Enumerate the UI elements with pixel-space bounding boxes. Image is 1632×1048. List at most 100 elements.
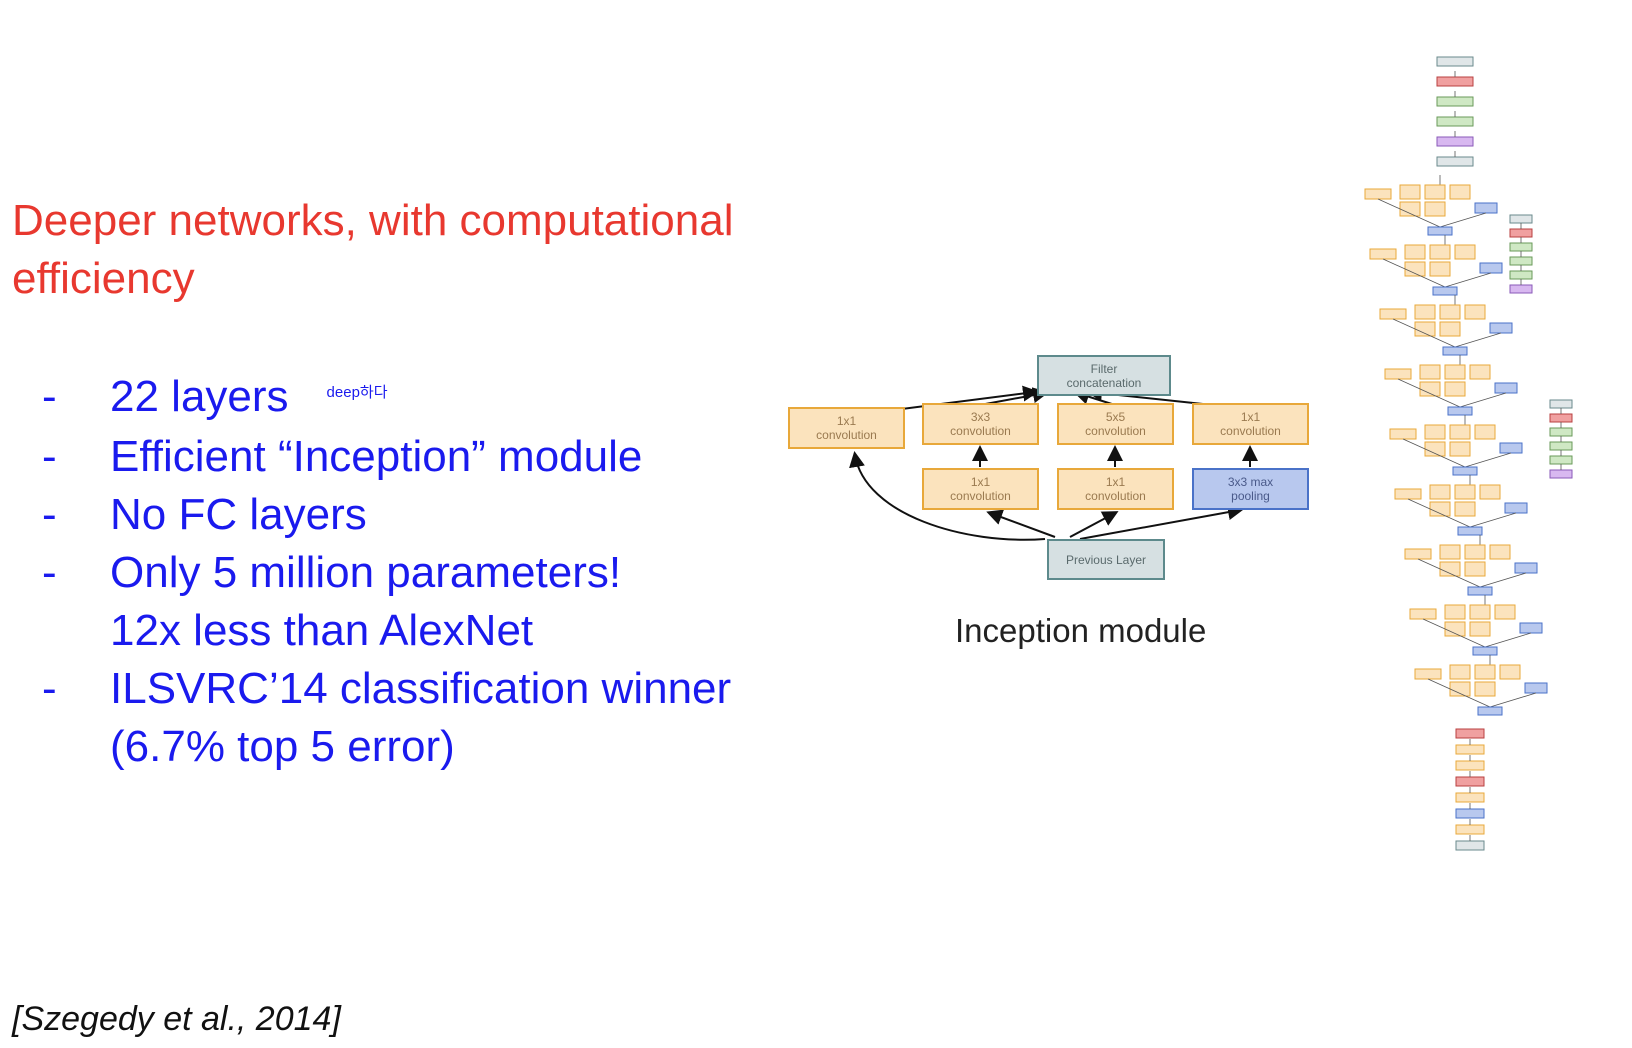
inception-branch-block [1469, 364, 1491, 380]
architecture-edge [1377, 198, 1441, 228]
bullet-text: No FC layers [110, 490, 367, 540]
inception-branch-block [1464, 561, 1486, 577]
inception-branch-block [1414, 304, 1436, 320]
pool-block [1519, 622, 1543, 634]
inception-branch-block [1429, 261, 1451, 277]
inception-branch-block [1449, 664, 1471, 680]
architecture-edge [1427, 678, 1491, 708]
concat-block [1457, 526, 1483, 536]
inception-branch-block [1389, 428, 1417, 440]
architecture-edge [1469, 512, 1517, 528]
inception-branch-block [1444, 381, 1466, 397]
pool-block [1504, 502, 1528, 514]
bullet-item: -ILSVRC’14 classification winner [42, 664, 732, 714]
bullet-item: -Efficient “Inception” module [42, 432, 643, 482]
inception-branch-block [1439, 304, 1461, 320]
output-block [1455, 840, 1485, 851]
inception-branch-block [1404, 261, 1426, 277]
aux-classifier-block [1549, 441, 1573, 451]
aux-classifier-block [1549, 469, 1573, 479]
inception-branch-block [1454, 484, 1476, 500]
output-block [1455, 824, 1485, 835]
inception-branch-block [1444, 364, 1466, 380]
bullet-text: ILSVRC’14 classification winner [110, 664, 732, 714]
inception-caption: Inception module [955, 612, 1207, 649]
layer-block [1436, 156, 1474, 167]
aux-classifier-block [1549, 427, 1573, 437]
bullet-text: Only 5 million parameters! [110, 548, 622, 598]
concat-block [1472, 646, 1498, 656]
googlenet-architecture-diagram [1364, 56, 1573, 851]
pool-block [1494, 382, 1518, 394]
inception-branch-block [1444, 621, 1466, 637]
inception-branch-block [1384, 368, 1412, 380]
aux-classifier-block [1509, 256, 1533, 266]
concat-block [1477, 706, 1503, 716]
inception-branch-block [1424, 424, 1446, 440]
inception-branch-block [1424, 184, 1446, 200]
output-block [1455, 776, 1485, 787]
layer-block [1436, 96, 1474, 107]
architecture-edge [1439, 212, 1487, 228]
aux-classifier-block [1549, 399, 1573, 409]
architecture-edge [1484, 632, 1532, 648]
concat-block [1442, 346, 1468, 356]
inception-branch-block [1469, 621, 1491, 637]
handwritten-note: deep하다 [326, 384, 388, 402]
inception-branch-block [1474, 664, 1496, 680]
inception-branch-block [1369, 248, 1397, 260]
bullet-continuation: (6.7% top 5 error) [42, 718, 862, 776]
inception-branch-block [1454, 501, 1476, 517]
pool-block [1489, 322, 1513, 334]
architecture-edge [1402, 438, 1466, 468]
inception-branch-block [1494, 604, 1516, 620]
inception-branch-block [1439, 321, 1461, 337]
inception-branch-block [1449, 424, 1471, 440]
inception-branch-block [1404, 244, 1426, 260]
inception-branch-block [1474, 681, 1496, 697]
architecture-edge [1479, 572, 1527, 588]
inception-branch-block [1424, 201, 1446, 217]
inception-branch-block [1414, 668, 1442, 680]
inception-branch-block [1429, 484, 1451, 500]
architecture-edge [1459, 392, 1507, 408]
concat-block [1447, 406, 1473, 416]
inception-branch-block [1429, 501, 1451, 517]
architecture-edge [1422, 618, 1486, 648]
aux-classifier-block [1509, 270, 1533, 280]
inception-branch-block [1419, 381, 1441, 397]
inception-branch-block [1364, 188, 1392, 200]
layer-block [1436, 56, 1474, 67]
inception-branch-block [1399, 201, 1421, 217]
output-block [1455, 792, 1485, 803]
architecture-edge [1392, 318, 1456, 348]
arrow-edge [986, 509, 1056, 538]
bullet-text: 12x less than AlexNet [110, 606, 534, 656]
aux-classifier-block [1549, 413, 1573, 423]
concat-block [1467, 586, 1493, 596]
arrow-edge [849, 451, 1046, 541]
layer-block [1436, 136, 1474, 147]
architecture-edge [1444, 272, 1492, 288]
inception-branch-block [1499, 664, 1521, 680]
architecture-edge [1397, 378, 1461, 408]
inception-branch-block [1464, 304, 1486, 320]
output-block [1455, 744, 1485, 755]
inception-branch-block [1479, 484, 1501, 500]
inception-branch-block [1469, 604, 1491, 620]
inception-branch-block [1464, 544, 1486, 560]
inception-branch-block [1379, 308, 1407, 320]
arrow-edge [1079, 504, 1244, 540]
bullet-text: (6.7% top 5 error) [110, 722, 455, 772]
inception-branch-block [1424, 441, 1446, 457]
previous-layer-node: Previous Layer [1047, 539, 1165, 580]
output-block [1455, 728, 1485, 739]
inception-branch-block [1399, 184, 1421, 200]
